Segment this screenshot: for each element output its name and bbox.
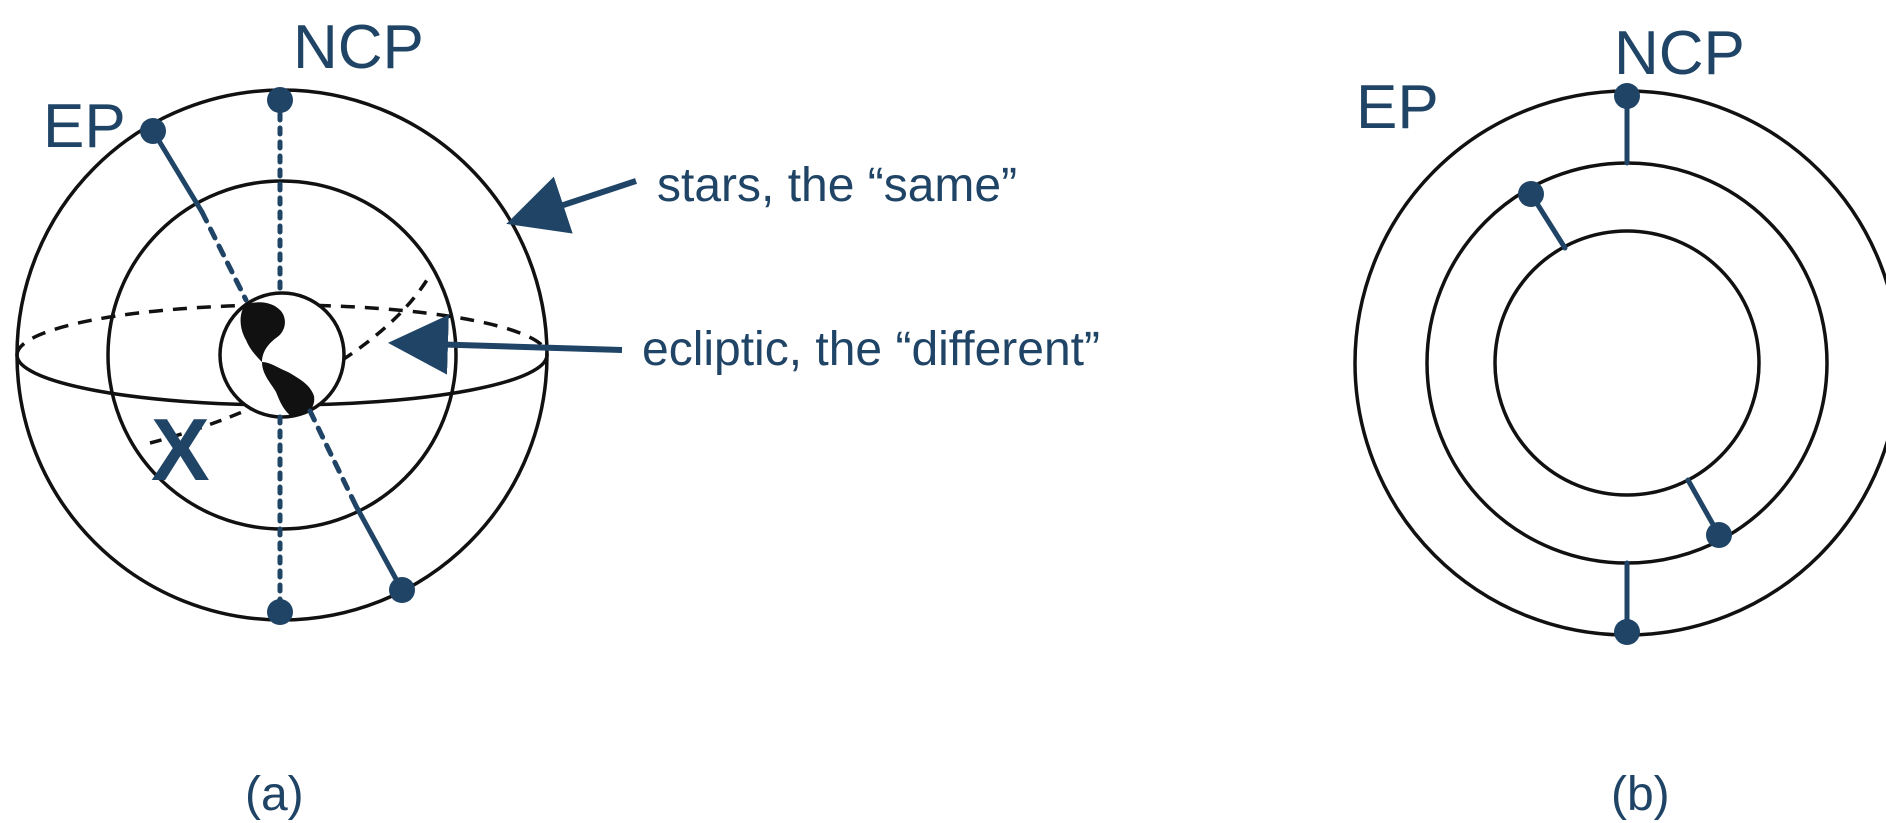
x-marker: X xyxy=(151,400,210,499)
ncp-label-b: NCP xyxy=(1614,19,1745,88)
ep-south-dot-b xyxy=(1706,522,1732,548)
ecliptic-annotation: ecliptic, the “different” xyxy=(642,323,1100,376)
ep-axis-solid-lower xyxy=(353,503,405,593)
ncp-label: NCP xyxy=(293,13,424,82)
ecliptic-arrow xyxy=(388,314,623,375)
earth-globe-icon xyxy=(218,291,346,419)
ncp-dot-b xyxy=(1614,83,1640,109)
ep-south-pole-dot xyxy=(389,577,415,603)
caption-b: (b) xyxy=(1611,768,1670,821)
panel-a: NCP EP X stars, the “same” ecliptic, the… xyxy=(15,13,1100,821)
ep-dot-b xyxy=(1518,181,1544,207)
stars-arrow xyxy=(506,176,637,234)
ep-label-b: EP xyxy=(1356,73,1439,142)
outer-ring xyxy=(1353,89,1886,637)
stars-annotation: stars, the “same” xyxy=(657,159,1017,212)
ep-label: EP xyxy=(43,92,126,161)
ncp-pole-dot xyxy=(267,87,293,113)
ep-pole-dot xyxy=(140,118,166,144)
ep-axis-dashed-lower xyxy=(307,408,359,509)
scp-pole-dot xyxy=(267,599,293,625)
middle-ring xyxy=(1425,161,1829,565)
panel-b: NCP EP (b) xyxy=(1353,19,1886,821)
ep-axis-dashed-upper xyxy=(199,209,249,303)
scp-dot-b xyxy=(1614,619,1640,645)
ep-axis-solid-upper xyxy=(150,128,205,215)
caption-a: (a) xyxy=(245,768,304,821)
inner-ring xyxy=(1493,229,1761,497)
